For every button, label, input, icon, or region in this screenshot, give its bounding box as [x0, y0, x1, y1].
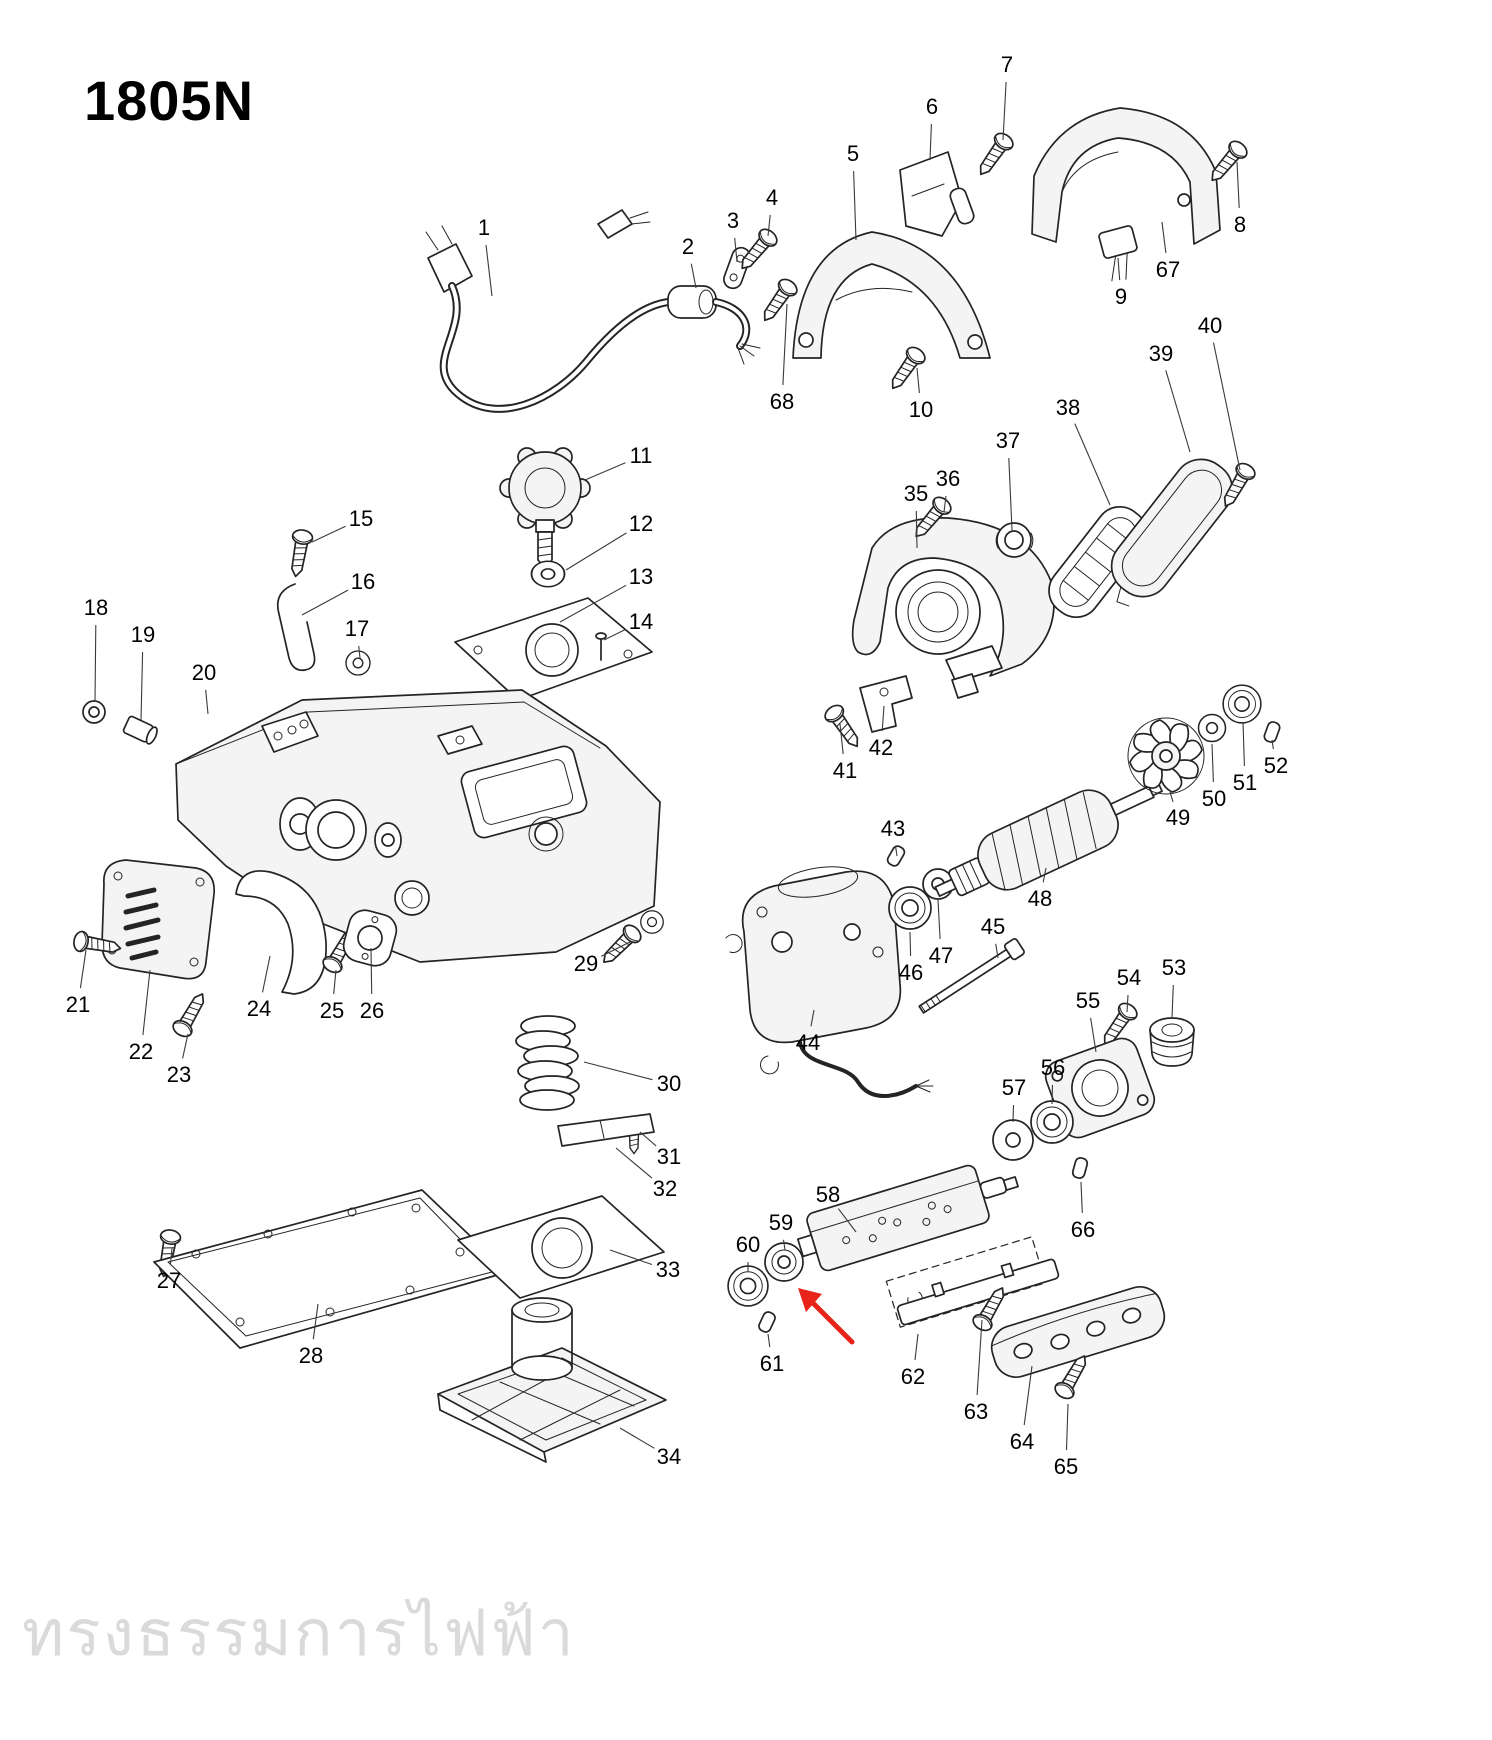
- part-label-3: 3: [726, 208, 740, 233]
- part-label-16: 16: [350, 569, 376, 594]
- part-label-23: 23: [166, 1062, 192, 1087]
- part-label-14: 14: [628, 609, 654, 634]
- part-label-12: 12: [628, 511, 654, 536]
- part-label-25: 25: [319, 998, 345, 1023]
- part-label-35: 35: [903, 481, 929, 506]
- part-label-26: 26: [359, 998, 385, 1023]
- part-label-42: 42: [868, 735, 894, 760]
- part-label-20: 20: [191, 660, 217, 685]
- part-label-43: 43: [880, 816, 906, 841]
- part-label-41: 41: [832, 758, 858, 783]
- part-label-7: 7: [1000, 52, 1014, 77]
- part-label-22: 22: [128, 1039, 154, 1064]
- part-label-62: 62: [900, 1364, 926, 1389]
- part-label-21: 21: [65, 992, 91, 1017]
- part-label-51: 51: [1232, 770, 1258, 795]
- part-label-53: 53: [1161, 955, 1187, 980]
- part-label-40: 40: [1197, 313, 1223, 338]
- part-label-45: 45: [980, 914, 1006, 939]
- part-label-50: 50: [1201, 786, 1227, 811]
- part-label-4: 4: [765, 185, 779, 210]
- part-label-48: 48: [1027, 886, 1053, 911]
- part-label-65: 65: [1053, 1454, 1079, 1479]
- part-label-58: 58: [815, 1182, 841, 1207]
- part-label-31: 31: [656, 1144, 682, 1169]
- part-label-44: 44: [795, 1030, 821, 1055]
- part-label-6: 6: [925, 94, 939, 119]
- part-label-1: 1: [477, 215, 491, 240]
- part-label-11: 11: [629, 443, 653, 468]
- part-label-64: 64: [1009, 1429, 1035, 1454]
- part-label-29: 29: [573, 951, 599, 976]
- part-label-27: 27: [156, 1268, 182, 1293]
- part-label-66: 66: [1070, 1217, 1096, 1242]
- part-label-54: 54: [1116, 965, 1142, 990]
- part-label-36: 36: [935, 466, 961, 491]
- part-label-68: 68: [769, 389, 795, 414]
- part-label-28: 28: [298, 1343, 324, 1368]
- part-label-61: 61: [759, 1351, 785, 1376]
- part-label-63: 63: [963, 1399, 989, 1424]
- part-label-9: 9: [1114, 284, 1128, 309]
- part-label-59: 59: [768, 1210, 794, 1235]
- part-label-8: 8: [1233, 212, 1247, 237]
- part-label-52: 52: [1263, 753, 1289, 778]
- part-label-24: 24: [246, 996, 272, 1021]
- part-label-34: 34: [656, 1444, 682, 1469]
- page-title: 1805N: [84, 69, 255, 132]
- part-label-60: 60: [735, 1232, 761, 1257]
- part-label-55: 55: [1075, 988, 1101, 1013]
- part-label-67: 67: [1155, 257, 1181, 282]
- part-label-56: 56: [1040, 1055, 1066, 1080]
- part-label-18: 18: [83, 595, 109, 620]
- part-label-30: 30: [656, 1071, 682, 1096]
- part-label-17: 17: [344, 616, 370, 641]
- part-label-57: 57: [1001, 1075, 1027, 1100]
- part-label-10: 10: [908, 397, 934, 422]
- part-label-47: 47: [928, 943, 954, 968]
- part-label-5: 5: [846, 141, 860, 166]
- part-label-39: 39: [1148, 341, 1174, 366]
- part-label-37: 37: [995, 428, 1021, 453]
- part-label-32: 32: [652, 1176, 678, 1201]
- part-label-38: 38: [1055, 395, 1081, 420]
- part-label-15: 15: [348, 506, 374, 531]
- part-label-13: 13: [628, 564, 654, 589]
- part-label-19: 19: [130, 622, 156, 647]
- part-label-2: 2: [681, 234, 695, 259]
- watermark: ทรงธรรมการไฟฟ้า: [22, 1597, 576, 1669]
- part-label-46: 46: [898, 960, 924, 985]
- part-label-49: 49: [1165, 805, 1191, 830]
- part-label-33: 33: [655, 1257, 681, 1282]
